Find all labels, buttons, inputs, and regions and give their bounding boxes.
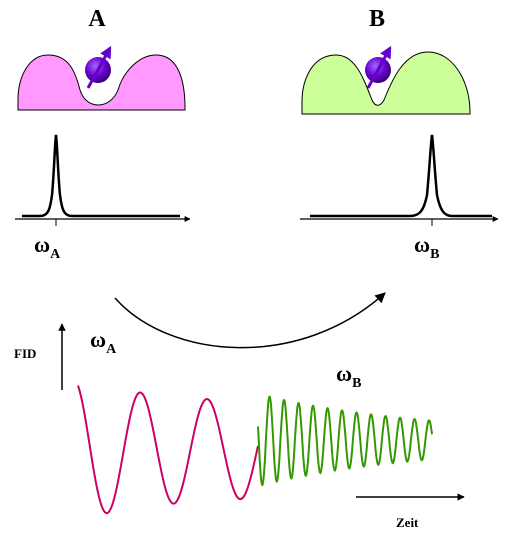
fid-segment-b bbox=[257, 395, 433, 487]
spectrum-a bbox=[15, 134, 191, 226]
spectrum-b bbox=[300, 134, 499, 226]
well-b bbox=[301, 51, 471, 115]
exchange-arrow bbox=[114, 292, 386, 349]
omega-b-label: ωB bbox=[414, 232, 439, 262]
state-b-label: B bbox=[369, 6, 385, 32]
fid-omega-b-label: ωB bbox=[336, 361, 361, 391]
fid-segment-a bbox=[77, 385, 259, 515]
spin-b bbox=[365, 45, 392, 89]
time-axis-label: Zeit bbox=[396, 515, 419, 530]
fid-omega-a-label: ωA bbox=[90, 327, 117, 357]
spin-a bbox=[85, 45, 112, 89]
omega-a-label: ωA bbox=[34, 232, 61, 262]
well-a bbox=[17, 54, 186, 111]
state-a-label: A bbox=[88, 6, 106, 32]
fid-ylabel: FID bbox=[14, 346, 36, 361]
